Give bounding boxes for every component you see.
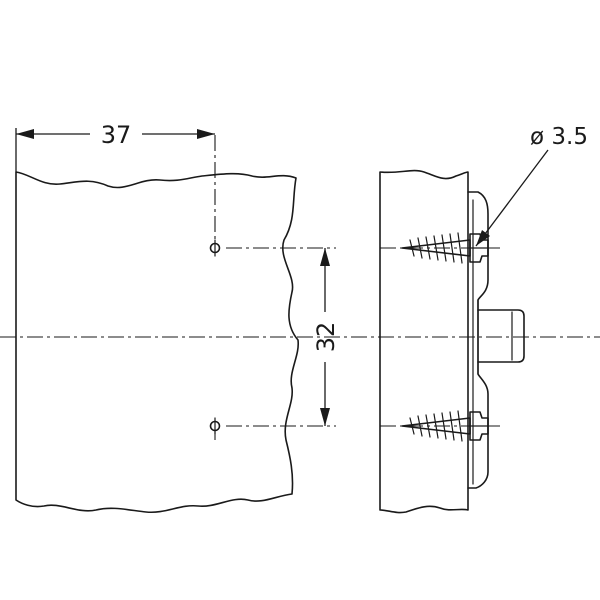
center-lines xyxy=(0,135,600,440)
hole-top-marker xyxy=(209,239,221,257)
screw-bottom xyxy=(401,410,489,442)
dimension-37-label: 37 xyxy=(101,121,132,149)
diameter-leader: ø 3.5 xyxy=(475,124,588,247)
dimension-32-label: 32 xyxy=(312,322,340,353)
dimension-32: 32 xyxy=(312,248,340,426)
front-view-panel xyxy=(15,171,299,514)
diameter-label: ø 3.5 xyxy=(530,124,588,150)
hinge-pin xyxy=(477,309,525,363)
panel-outline xyxy=(15,171,299,514)
side-view: ø 3.5 xyxy=(379,124,588,514)
dimension-37: 37 xyxy=(15,121,215,172)
side-panel-section xyxy=(379,169,469,514)
